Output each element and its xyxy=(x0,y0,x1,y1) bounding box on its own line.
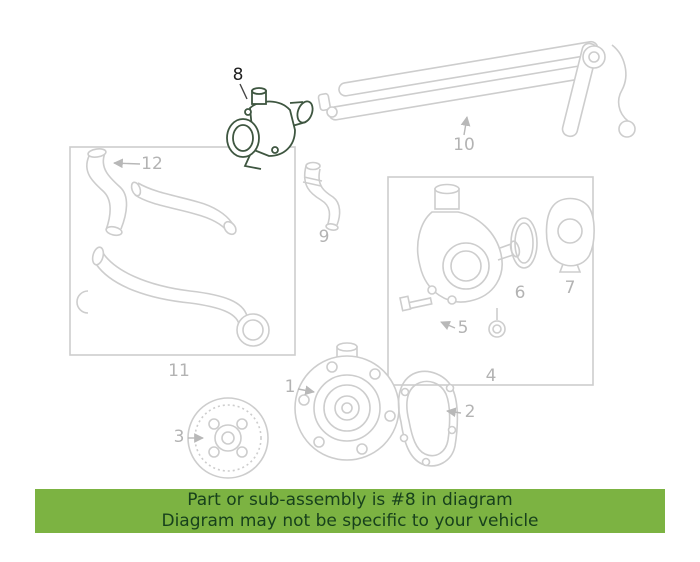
left-parts-box xyxy=(69,146,296,356)
part-label-10: 10 xyxy=(453,135,475,155)
part-6-oring xyxy=(510,217,538,269)
part-label-9: 9 xyxy=(319,227,330,247)
gray-parts-layer xyxy=(69,40,636,479)
arrow-to-part-12 xyxy=(113,158,141,169)
leader-to-part-8 xyxy=(239,83,248,100)
part-label-6: 6 xyxy=(515,283,526,303)
right-parts-box xyxy=(387,176,594,386)
arrow-to-part-1 xyxy=(297,385,315,396)
part-11-hose xyxy=(76,246,270,347)
part-3-pulley xyxy=(187,397,269,479)
part-label-5: 5 xyxy=(458,318,469,338)
leader-arrows xyxy=(113,83,471,443)
part-7-cover xyxy=(545,197,595,273)
part-12-hose xyxy=(86,148,237,237)
parts-diagram: 1 2 3 4 5 6 7 8 9 10 11 12 xyxy=(69,40,636,479)
part-label-11: 11 xyxy=(168,361,190,381)
part-9-hose xyxy=(302,161,341,231)
part-label-3: 3 xyxy=(174,427,185,447)
arrow-to-part-2 xyxy=(446,407,462,418)
arrow-to-part-10 xyxy=(460,116,471,136)
notice-banner: Part or sub-assembly is #8 in diagram Di… xyxy=(35,489,665,533)
arrow-to-part-5 xyxy=(440,320,456,330)
part-label-1: 1 xyxy=(285,377,296,397)
part-label-2: 2 xyxy=(465,402,476,422)
banner-line-1: Part or sub-assembly is #8 in diagram xyxy=(187,490,513,510)
part-label-8-highlighted: 8 xyxy=(233,65,244,85)
part-4-thermostat-housing xyxy=(416,183,521,338)
banner-line-2: Diagram may not be specific to your vehi… xyxy=(161,511,539,531)
part-5-bolt xyxy=(399,295,433,312)
part-1-water-pump xyxy=(294,342,400,461)
part-number-labels: 1 2 3 4 5 6 7 8 9 10 11 12 xyxy=(141,65,575,447)
part-10-tube-assembly xyxy=(317,40,636,138)
part-2-gasket xyxy=(397,370,459,467)
part-label-12: 12 xyxy=(141,154,163,174)
part-8-highlighted-thermostat xyxy=(226,87,314,170)
part-label-4: 4 xyxy=(486,366,497,386)
part-label-7: 7 xyxy=(565,278,576,298)
